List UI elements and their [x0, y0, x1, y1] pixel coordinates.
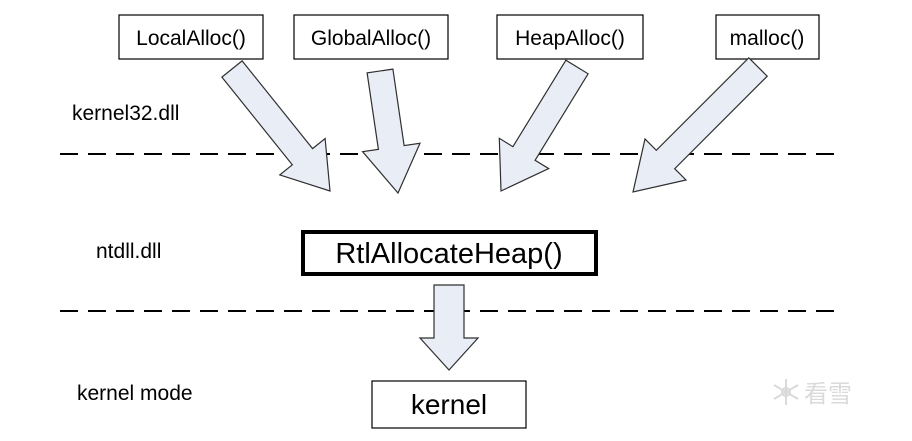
function-box-globalalloc: GlobalAlloc() [293, 14, 449, 60]
core-function-label: RtlAllocateHeap() [335, 238, 562, 270]
function-box-localalloc: LocalAlloc() [118, 14, 264, 60]
layer-label-kernel32: kernel32.dll [72, 102, 179, 125]
function-label: LocalAlloc() [136, 27, 246, 50]
arrow-globalalloc [361, 68, 421, 195]
function-box-heapalloc: HeapAlloc() [496, 14, 644, 60]
kernel-label: kernel [411, 389, 487, 420]
layer-label-ntdll: ntdll.dll [96, 240, 161, 263]
watermark-text: 看雪 [804, 380, 852, 408]
core-function-box: RtlAllocateHeap() [301, 230, 598, 276]
snowflake-icon [773, 379, 799, 405]
layer-label-kernel-mode: kernel mode [77, 382, 193, 405]
watermark: 看雪 [773, 379, 852, 408]
arrow-localalloc [221, 60, 331, 192]
arrow-heapalloc [498, 59, 589, 192]
arrows-group [221, 56, 769, 371]
arrow-malloc [632, 56, 769, 193]
kernel-box: kernel [371, 380, 527, 429]
function-label: GlobalAlloc() [311, 27, 431, 50]
function-box-malloc: malloc() [715, 14, 820, 60]
function-label: HeapAlloc() [515, 27, 625, 50]
arrow-to-kernel [418, 284, 480, 371]
function-label: malloc() [730, 27, 805, 50]
